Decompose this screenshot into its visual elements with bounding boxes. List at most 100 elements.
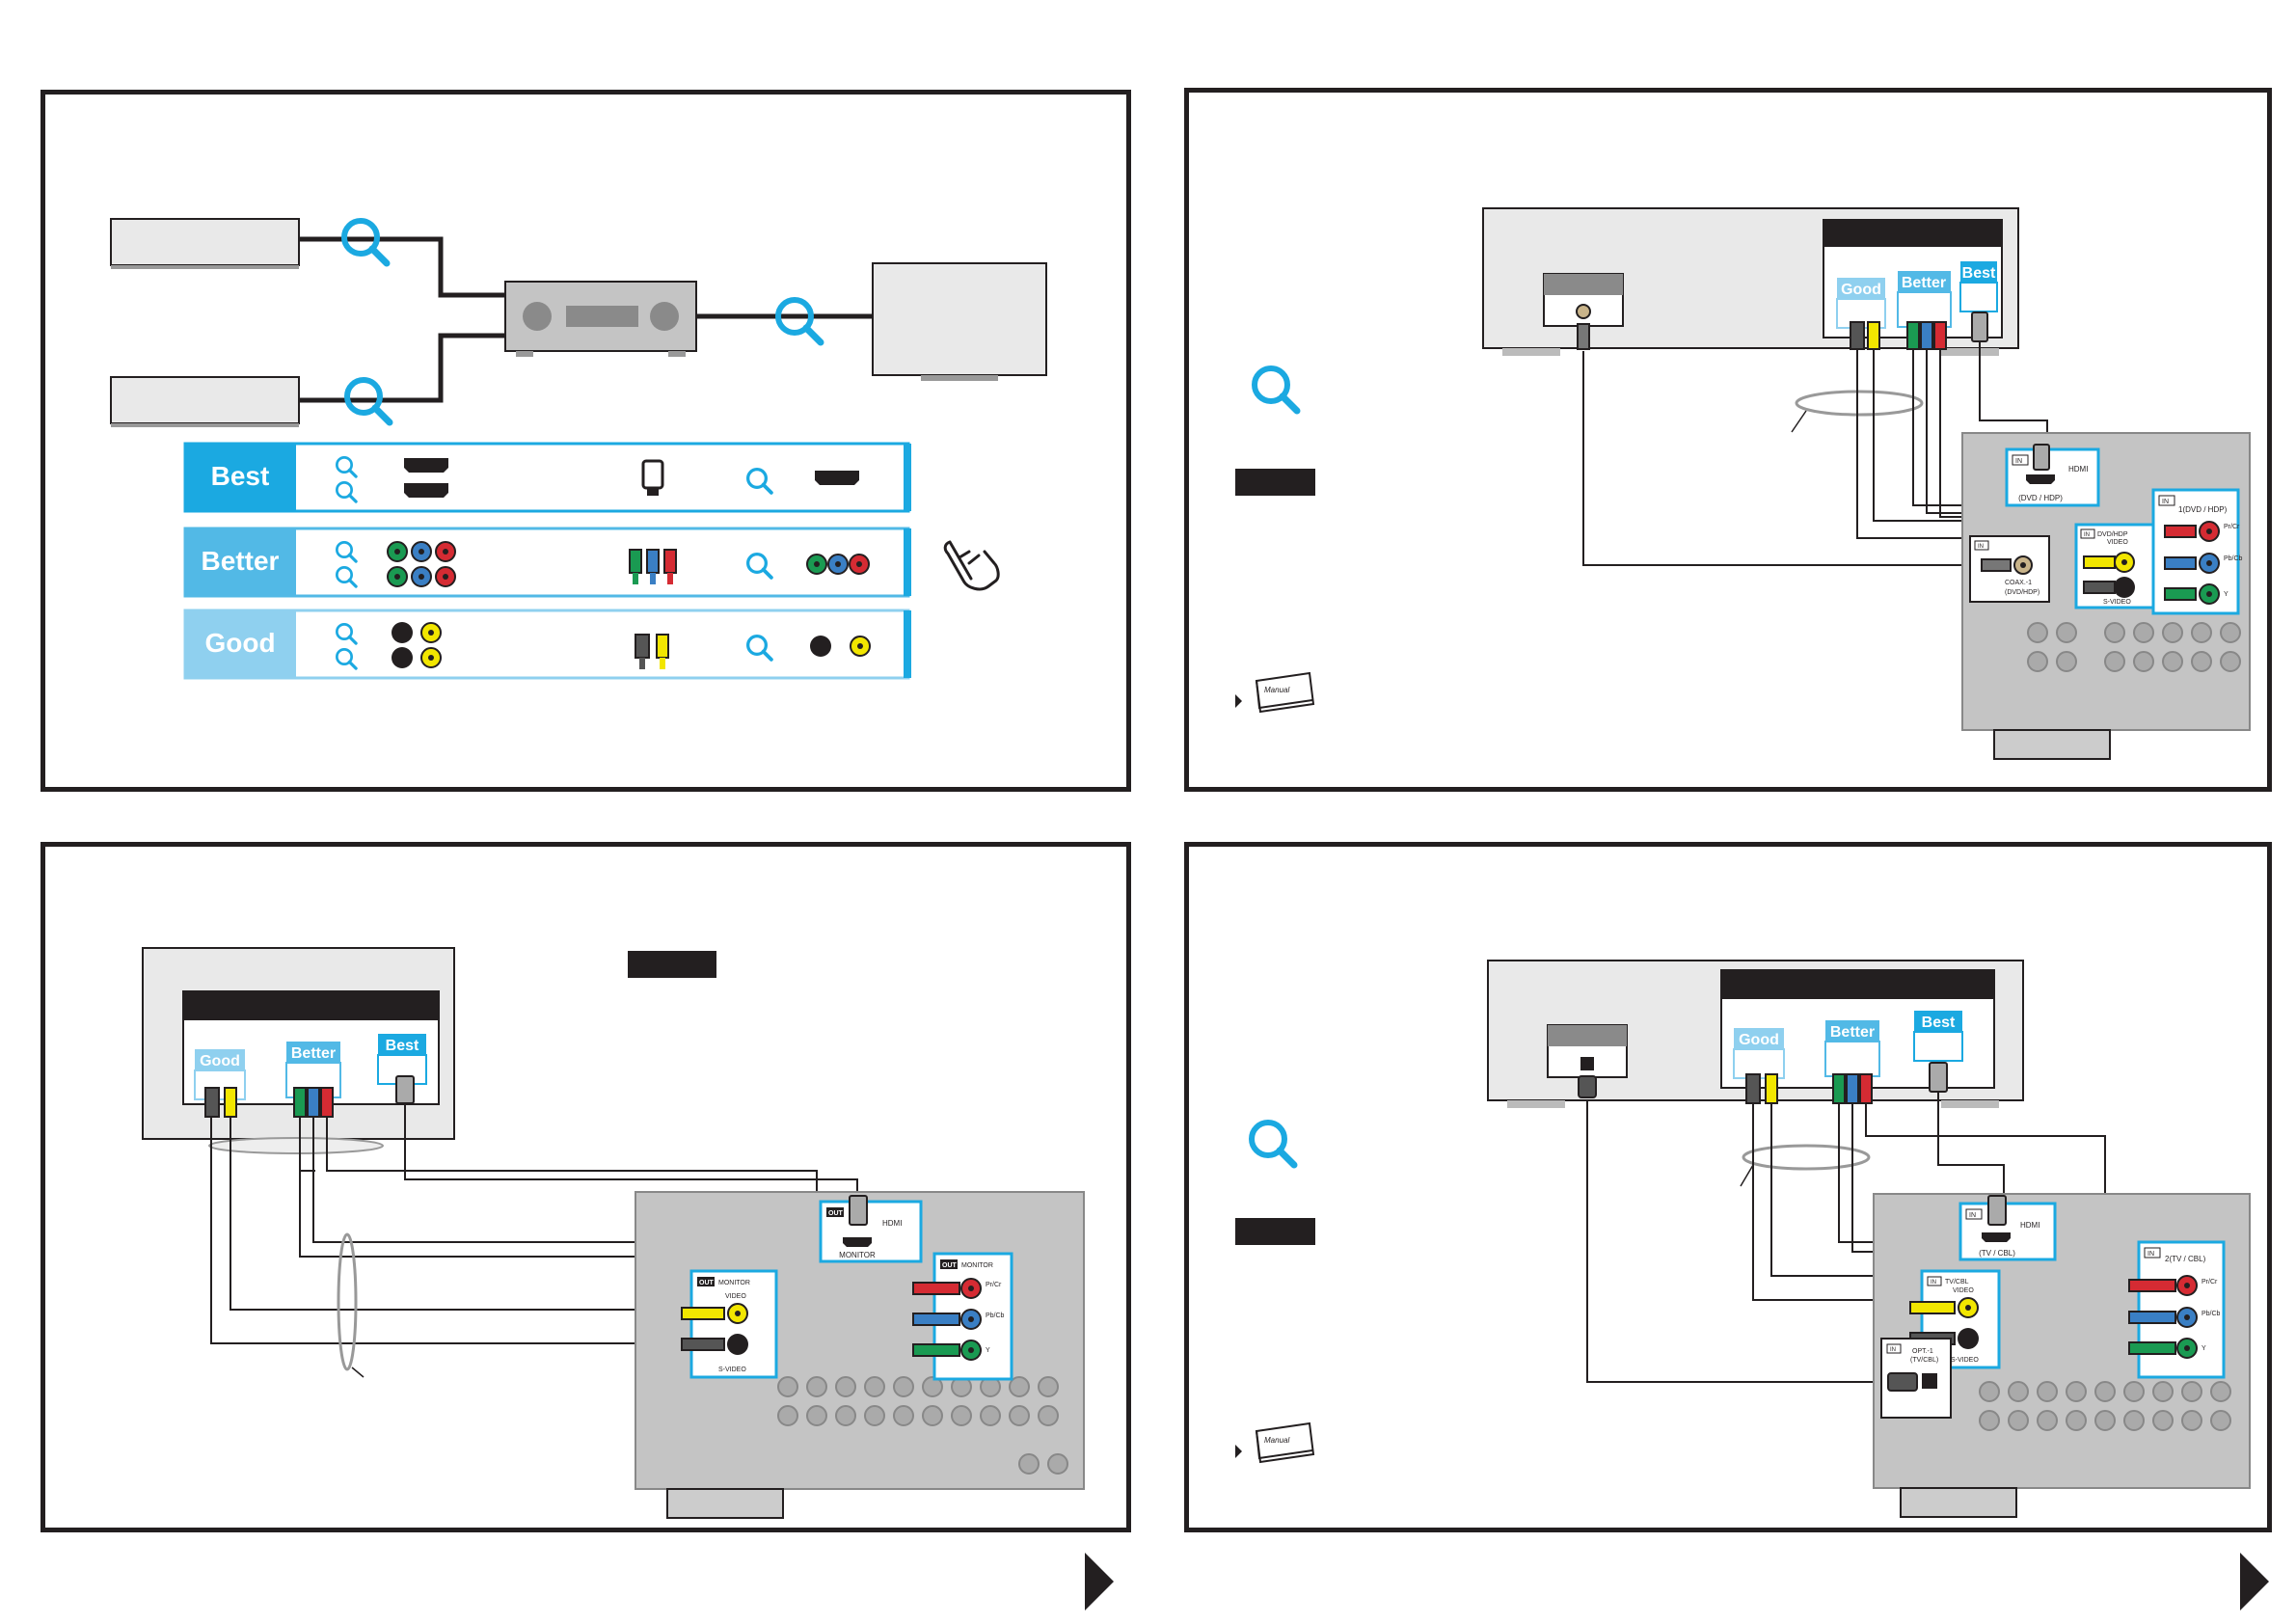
- svg-text:TV/CBL: TV/CBL: [1945, 1279, 1969, 1286]
- svg-text:MONITOR: MONITOR: [718, 1280, 750, 1286]
- source-device-top: [110, 218, 300, 269]
- panel-source-to-receiver: Good Better Best IN HDMI (DVD / HDP): [1184, 88, 2272, 792]
- svg-text:DVD/HDP: DVD/HDP: [2097, 531, 2128, 538]
- receiver-optical-in: IN OPT.-1 (TV/CBL): [1880, 1338, 1952, 1419]
- label-bar: [628, 951, 716, 978]
- svideo-composite-cable-icon: [635, 634, 669, 669]
- svg-text:IN: IN: [1969, 1212, 1976, 1219]
- svg-text:(DVD/HDP): (DVD/HDP): [2005, 589, 2039, 596]
- tv-receiver-diagram: Good Better Best IN HDMI (TV / CBL): [1235, 960, 2251, 1518]
- quality-row-good: Good: [183, 609, 911, 680]
- svg-text:Better: Better: [291, 1045, 336, 1062]
- svg-text:OUT: OUT: [699, 1280, 715, 1286]
- svg-text:1(DVD / HDP): 1(DVD / HDP): [2178, 505, 2228, 514]
- svg-text:Y: Y: [2224, 591, 2228, 598]
- svg-text:(TV/CBL): (TV/CBL): [1910, 1357, 1938, 1364]
- magnifier-icon: [335, 622, 358, 645]
- panel-receiver-to-tv: Good Better Best OUT HDMI MONITOR: [41, 842, 1131, 1532]
- svg-text:S-VIDEO: S-VIDEO: [1951, 1357, 1979, 1364]
- svg-text:OUT: OUT: [828, 1210, 844, 1217]
- svg-text:Best: Best: [1922, 1015, 1956, 1031]
- svg-text:VIDEO: VIDEO: [2107, 539, 2128, 546]
- svg-text:Better: Better: [1830, 1024, 1875, 1041]
- panel-overview: Best Better: [41, 90, 1131, 792]
- quality-label-good: Good: [204, 628, 275, 658]
- magnifier-icon: [775, 297, 824, 346]
- magnifier-icon: [1249, 1120, 1298, 1169]
- magnifier-icon: [335, 647, 358, 670]
- svg-text:OPT.-1: OPT.-1: [1912, 1348, 1933, 1355]
- magnifier-icon: [335, 455, 358, 478]
- receiver-component-in: IN 1(DVD / HDP) Pr/Cr Pb/Cb Y: [2151, 488, 2243, 615]
- badge-best: Best: [378, 1034, 426, 1055]
- svg-text:IN: IN: [2015, 458, 2022, 465]
- svg-text:Pb/Cb: Pb/Cb: [986, 1313, 1005, 1319]
- magnifier-icon: [335, 565, 358, 588]
- component-ports-icon: [387, 541, 456, 587]
- next-arrow-icon[interactable]: [2240, 1553, 2269, 1610]
- svg-text:Best: Best: [386, 1038, 419, 1054]
- receiver-component-monitor-out: OUT MONITOR Pr/Cr Pb/Cb Y: [912, 1252, 1013, 1381]
- badge-better: Better: [1898, 271, 1951, 292]
- receiver-component-in: IN 2(TV / CBL) Pr/Cr Pb/Cb Y: [2128, 1240, 2226, 1379]
- svideo-composite-jacks-icon: [810, 636, 871, 657]
- quality-row-better: Better: [183, 527, 911, 598]
- manual-book-icon: Manual: [1255, 1421, 1315, 1464]
- quality-label-better: Better: [202, 546, 280, 576]
- svg-text:Good: Good: [1841, 282, 1881, 298]
- svg-text:IN: IN: [1890, 1347, 1896, 1353]
- badge-good: Good: [195, 1049, 245, 1070]
- svg-text:Better: Better: [1902, 275, 1946, 291]
- source-device-bottom: [110, 376, 300, 427]
- svg-text:OUT: OUT: [942, 1262, 958, 1269]
- svg-text:Y: Y: [2201, 1345, 2206, 1352]
- source-receiver-diagram: Good Better Best IN HDMI (DVD / HDP): [1235, 207, 2251, 760]
- svg-text:Pb/Cb: Pb/Cb: [2224, 555, 2243, 562]
- tv-device: [872, 262, 1047, 381]
- hand-pointer-icon: [943, 540, 1000, 591]
- svg-text:(DVD / HDP): (DVD / HDP): [2018, 494, 2063, 502]
- overview-diagram: Best Better: [110, 218, 1047, 680]
- svg-text:HDMI: HDMI: [882, 1219, 902, 1228]
- magnifier-icon: [745, 634, 773, 662]
- svg-text:Y: Y: [986, 1347, 990, 1354]
- svg-text:2(TV / CBL): 2(TV / CBL): [2165, 1255, 2206, 1263]
- magnifier-icon: [335, 480, 358, 503]
- svg-text:Good: Good: [1739, 1032, 1779, 1048]
- svg-text:S-VIDEO: S-VIDEO: [2103, 599, 2131, 606]
- svg-text:Manual: Manual: [1264, 1436, 1289, 1445]
- receiver-coax-in: IN COAX.-1 (DVD/HDP): [1969, 535, 2050, 603]
- badge-better: Better: [1825, 1020, 1879, 1042]
- av-receiver: [504, 281, 697, 357]
- svg-text:Pr/Cr: Pr/Cr: [986, 1282, 1002, 1288]
- svg-text:MONITOR: MONITOR: [961, 1262, 993, 1269]
- svg-text:VIDEO: VIDEO: [1953, 1287, 1974, 1294]
- magnifier-icon: [745, 552, 773, 580]
- badge-good: Good: [1734, 1028, 1784, 1049]
- svg-text:COAX.-1: COAX.-1: [2005, 580, 2032, 586]
- receiver-hdmi-in: IN HDMI (TV / CBL): [1958, 1195, 2057, 1261]
- svg-text:HDMI: HDMI: [2020, 1221, 2039, 1230]
- label-bar: [1235, 1218, 1315, 1245]
- svg-text:IN: IN: [2147, 1251, 2154, 1258]
- receiver-hdmi-in: IN HDMI (DVD / HDP): [2005, 444, 2100, 507]
- magnifier-icon: [341, 218, 391, 267]
- svg-text:IN: IN: [2162, 499, 2169, 505]
- svg-text:Best: Best: [1962, 265, 1996, 282]
- magnifier-icon: [1252, 365, 1301, 415]
- next-arrow-icon[interactable]: [1085, 1553, 1114, 1610]
- svideo-composite-ports-icon: [392, 622, 442, 668]
- svg-text:Manual: Manual: [1264, 686, 1289, 694]
- quality-label-best: Best: [211, 461, 270, 491]
- receiver-hdmi-monitor-out: OUT HDMI MONITOR: [819, 1195, 923, 1263]
- svg-text:(TV / CBL): (TV / CBL): [1979, 1249, 2015, 1258]
- svg-text:IN: IN: [1931, 1280, 1936, 1286]
- receiver-video-monitor-out: OUT MONITOR VIDEO S-VIDEO: [681, 1269, 778, 1379]
- hdmi-cable-icon: [641, 459, 664, 496]
- receiver-tv-diagram: Good Better Best OUT HDMI MONITOR: [142, 947, 1085, 1519]
- arrow-bullet-icon: [1235, 694, 1242, 708]
- svg-text:VIDEO: VIDEO: [725, 1293, 746, 1300]
- svg-text:IN: IN: [2084, 532, 2090, 538]
- badge-best: Best: [1914, 1011, 1962, 1032]
- component-cable-icon: [629, 549, 677, 584]
